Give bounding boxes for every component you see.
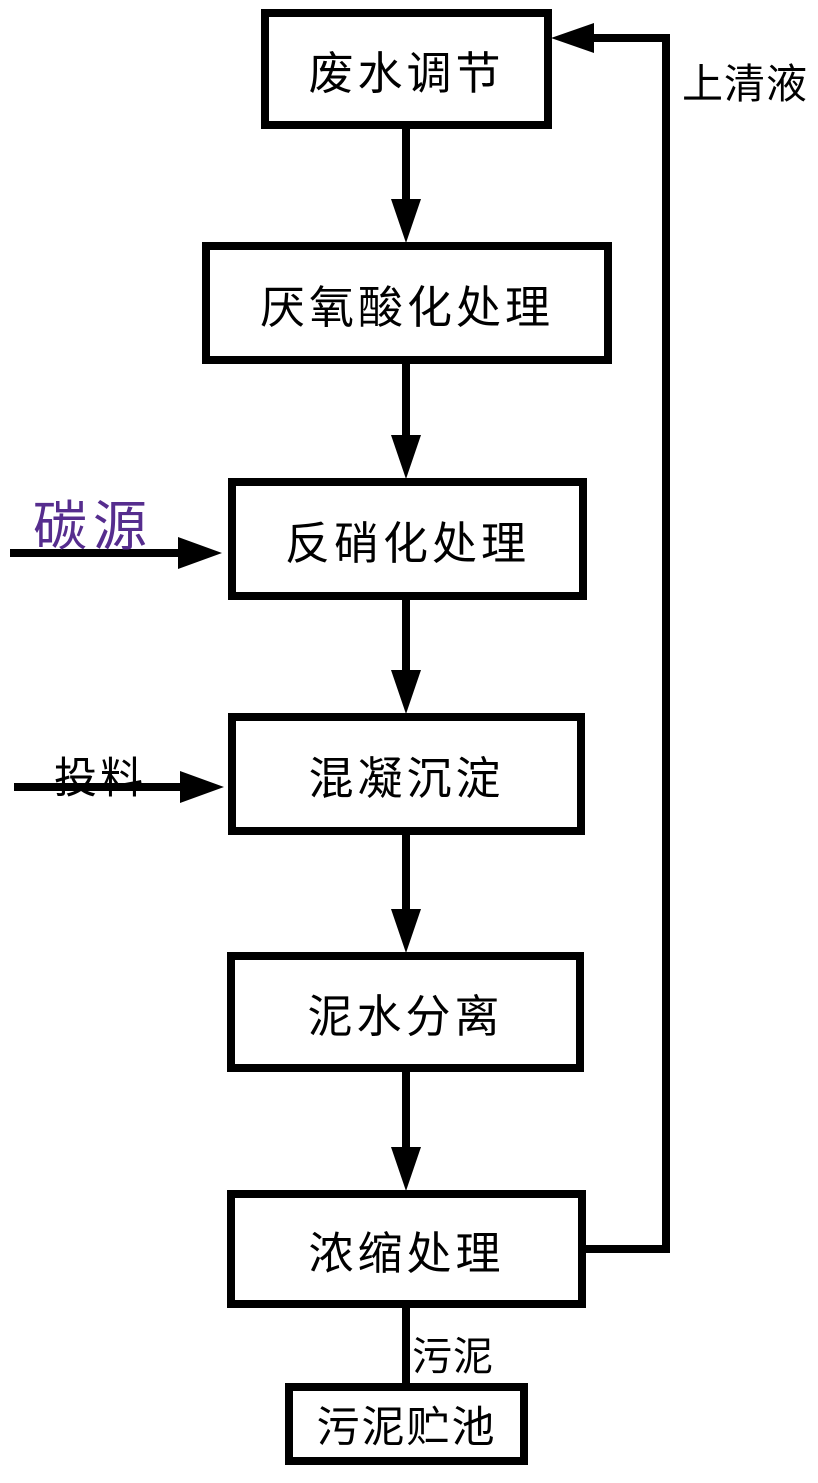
carbon-source-arrow-line xyxy=(10,549,180,557)
feedback-line-top xyxy=(593,34,670,42)
sludge-label: 污泥 xyxy=(412,1334,494,1380)
node-mud-water-separation: 泥水分离 xyxy=(227,952,584,1072)
down-arrow-icon xyxy=(391,909,421,953)
down-arrow-icon xyxy=(391,199,421,243)
connector-line-4 xyxy=(402,833,410,909)
connector-line-sludge xyxy=(402,1306,410,1384)
feedback-line-vertical xyxy=(662,34,670,1253)
node-label: 反硝化处理 xyxy=(284,516,530,570)
node-label: 厌氧酸化处理 xyxy=(259,280,554,334)
right-arrow-icon xyxy=(178,537,222,569)
connector-line-2 xyxy=(402,362,410,435)
node-anaerobic-acidification: 厌氧酸化处理 xyxy=(202,242,612,364)
node-wastewater-regulation: 废水调节 xyxy=(261,9,552,129)
node-label: 泥水分离 xyxy=(307,989,504,1043)
feed-arrow-line xyxy=(14,783,180,791)
node-label: 浓缩处理 xyxy=(308,1226,505,1280)
carbon-source-label: 碳源 xyxy=(33,495,153,558)
down-arrow-icon xyxy=(391,670,421,714)
node-coagulation-sedimentation: 混凝沉淀 xyxy=(228,713,585,835)
feed-dosing-label: 投料 xyxy=(54,754,146,804)
connector-line-1 xyxy=(402,127,410,199)
node-label: 混凝沉淀 xyxy=(308,751,505,805)
node-denitrification: 反硝化处理 xyxy=(228,478,587,600)
supernatant-label: 上清液 xyxy=(682,60,808,108)
connector-line-3 xyxy=(402,598,410,670)
connector-line-5 xyxy=(402,1070,410,1147)
node-thickening-treatment: 浓缩处理 xyxy=(227,1190,586,1308)
node-label: 废水调节 xyxy=(308,46,505,100)
node-label: 污泥贮池 xyxy=(316,1403,497,1453)
feedback-line-bottom xyxy=(584,1245,670,1253)
down-arrow-icon xyxy=(391,435,421,479)
right-arrow-icon xyxy=(180,771,224,803)
down-arrow-icon xyxy=(391,1147,421,1191)
node-sludge-storage-pool: 污泥贮池 xyxy=(285,1383,528,1465)
left-arrow-icon xyxy=(551,23,594,53)
